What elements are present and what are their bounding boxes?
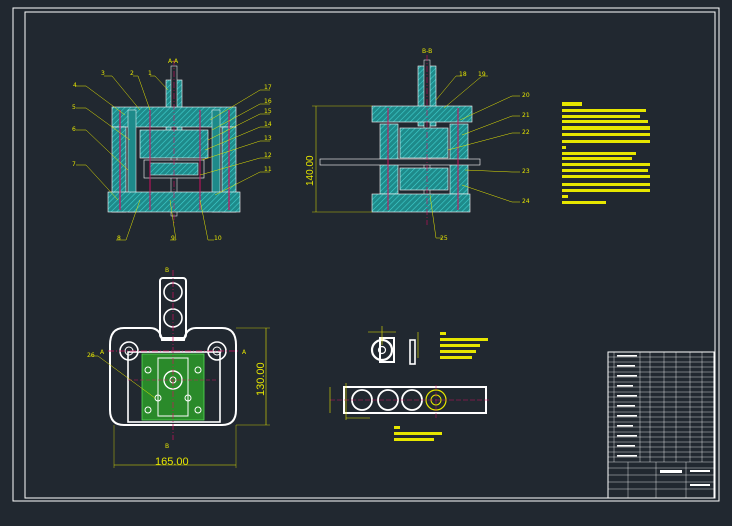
part-number-8: 8 [117, 235, 121, 242]
part-number-26: 26 [87, 352, 95, 359]
part-number-23: 23 [522, 168, 530, 175]
view-b-bottom-label: B [165, 443, 169, 450]
part-number-14: 14 [264, 121, 272, 128]
part-number-2: 2 [130, 70, 134, 77]
section-aa-view: A-A [72, 58, 272, 242]
height-dimension: 140.00 [305, 155, 316, 186]
technical-notes-block [562, 102, 650, 204]
title-block [607, 351, 715, 499]
part-detail-view [329, 326, 490, 441]
part-number-15: 15 [264, 108, 272, 115]
part-number-7: 7 [72, 161, 76, 168]
part-number-11: 11 [264, 166, 272, 173]
part-number-18: 18 [459, 71, 467, 78]
view-a-left-label: A [100, 349, 105, 356]
section-aa-label: A-A [168, 58, 179, 65]
part-number-9: 9 [171, 235, 175, 242]
view-a-right-label: A [242, 349, 247, 356]
part-number-25: 25 [440, 235, 448, 242]
part-number-6: 6 [72, 126, 76, 133]
section-bb-view: B-B 140.00 18 19 20 21 22 [305, 48, 530, 242]
part-number-4: 4 [73, 82, 77, 89]
part-number-17: 17 [264, 84, 272, 91]
part-number-22: 22 [522, 129, 530, 136]
part-number-1: 1 [148, 70, 152, 77]
part-number-13: 13 [264, 135, 272, 142]
part-number-19: 19 [478, 71, 486, 78]
part-number-12: 12 [264, 152, 272, 159]
outer-frame [12, 7, 720, 502]
section-bb-label: B-B [422, 48, 432, 55]
part-number-24: 24 [522, 198, 530, 205]
width-dimension: 165.00 [155, 456, 189, 468]
inner-frame [24, 11, 716, 499]
part-number-21: 21 [522, 112, 530, 119]
part-number-20: 20 [522, 92, 530, 99]
part-number-5: 5 [72, 104, 76, 111]
view-b-top-label: B [165, 267, 169, 274]
part-number-10: 10 [214, 235, 222, 242]
part-number-16: 16 [264, 98, 272, 105]
depth-dimension: 130.00 [255, 362, 267, 396]
part-number-3: 3 [101, 70, 105, 77]
plan-view: B B A A 26 165.00 130.00 [87, 267, 270, 468]
